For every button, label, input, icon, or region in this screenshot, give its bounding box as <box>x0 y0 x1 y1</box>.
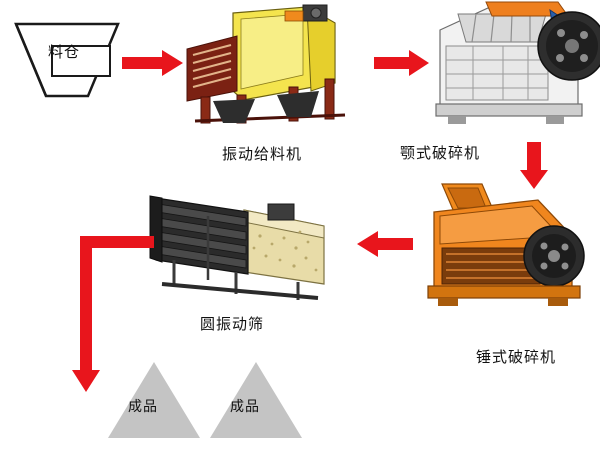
node-jaw-crusher-label: 颚式破碎机 <box>400 144 481 162</box>
node-jaw-crusher <box>428 0 600 128</box>
node-feeder <box>185 4 350 130</box>
node-hammer-crusher <box>420 178 592 310</box>
hopper-shape-icon <box>14 22 120 98</box>
product-pile-left <box>106 360 202 442</box>
product-pile-icon <box>108 362 200 438</box>
node-feeder-label: 振动给料机 <box>222 145 303 163</box>
product-pile-right <box>208 360 304 442</box>
circular-vibrating-screen-machine-icon <box>149 195 325 300</box>
product-pile-left-label: 成品 <box>128 399 158 415</box>
hammer-crusher-machine-icon <box>427 183 585 306</box>
arrow-hopper-to-feeder <box>122 50 184 76</box>
node-vibrating-screen <box>148 188 338 306</box>
node-hopper-label: 料仓 <box>48 43 81 61</box>
product-pile-right-label: 成品 <box>230 399 260 415</box>
arrow-jaw-to-hammer <box>520 142 548 190</box>
node-hopper <box>10 18 125 100</box>
arrow-feeder-to-jaw <box>374 50 430 76</box>
jaw-crusher-machine-icon <box>435 1 600 124</box>
arrow-screen-to-product <box>70 236 154 394</box>
node-hammer-crusher-label: 锤式破碎机 <box>476 348 557 366</box>
product-pile-icon <box>210 362 302 438</box>
vibrating-feeder-machine-icon <box>186 4 346 124</box>
arrow-hammer-to-screen <box>357 231 413 257</box>
node-vibrating-screen-label: 圆振动筛 <box>200 315 265 333</box>
